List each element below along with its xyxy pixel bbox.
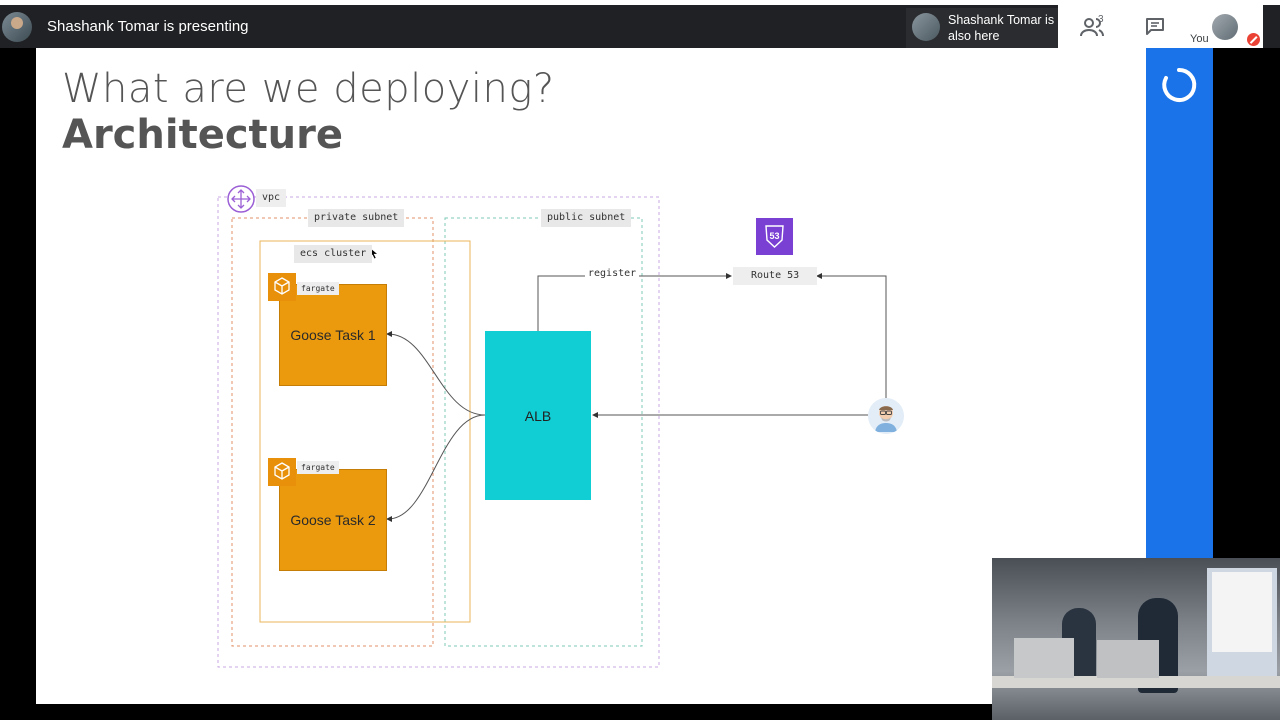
fargate-label: fargate (297, 461, 339, 474)
presentation-slide: What are we deploying? Architecture (36, 48, 1146, 704)
top-stripe (0, 0, 1280, 5)
you-label: You (1190, 33, 1209, 45)
camera-feed[interactable] (992, 558, 1280, 720)
fargate-icon (268, 273, 296, 301)
route53-badge-text: 53 (769, 231, 779, 241)
goose-task-2: Goose Task 2 (279, 469, 387, 571)
camera-desk (992, 676, 1280, 688)
side-panel (1146, 48, 1213, 558)
public-subnet-label: public subnet (541, 209, 632, 227)
also-here-text: Shashank Tomar is also here (948, 13, 1055, 43)
private-subnet-label: private subnet (308, 209, 405, 227)
fargate-icon (268, 458, 296, 486)
fargate-label: fargate (297, 282, 339, 295)
also-here-avatar (912, 13, 940, 41)
slide-title: What are we deploying? (62, 66, 555, 112)
mic-off-icon (1247, 33, 1260, 46)
user-icon (868, 398, 904, 434)
you-avatar[interactable] (1212, 14, 1238, 40)
route53-icon: 53 (756, 218, 793, 255)
camera-laptop (1014, 638, 1074, 678)
slide-subtitle: Architecture (62, 112, 343, 158)
vpc-label: vpc (256, 189, 287, 207)
register-label: register (585, 268, 640, 279)
bottom-bar (0, 704, 992, 720)
people-icon[interactable] (1080, 16, 1104, 38)
chat-icon[interactable] (1145, 17, 1165, 35)
presenting-status: Shashank Tomar is presenting (47, 18, 249, 35)
also-here-card[interactable]: Shashank Tomar is also here (906, 8, 1058, 48)
vpc-icon (227, 185, 255, 213)
route53-label: Route 53 (733, 267, 818, 285)
loading-spinner-icon (1162, 67, 1197, 102)
camera-background-screen (1212, 572, 1272, 652)
presenter-avatar[interactable] (2, 12, 32, 42)
ecs-cluster-label: ecs cluster (294, 245, 373, 263)
camera-laptop (1097, 640, 1159, 678)
alb-box: ALB (485, 331, 591, 500)
goose-task-1: Goose Task 1 (279, 284, 387, 386)
people-count-badge: 3 (1098, 14, 1104, 25)
